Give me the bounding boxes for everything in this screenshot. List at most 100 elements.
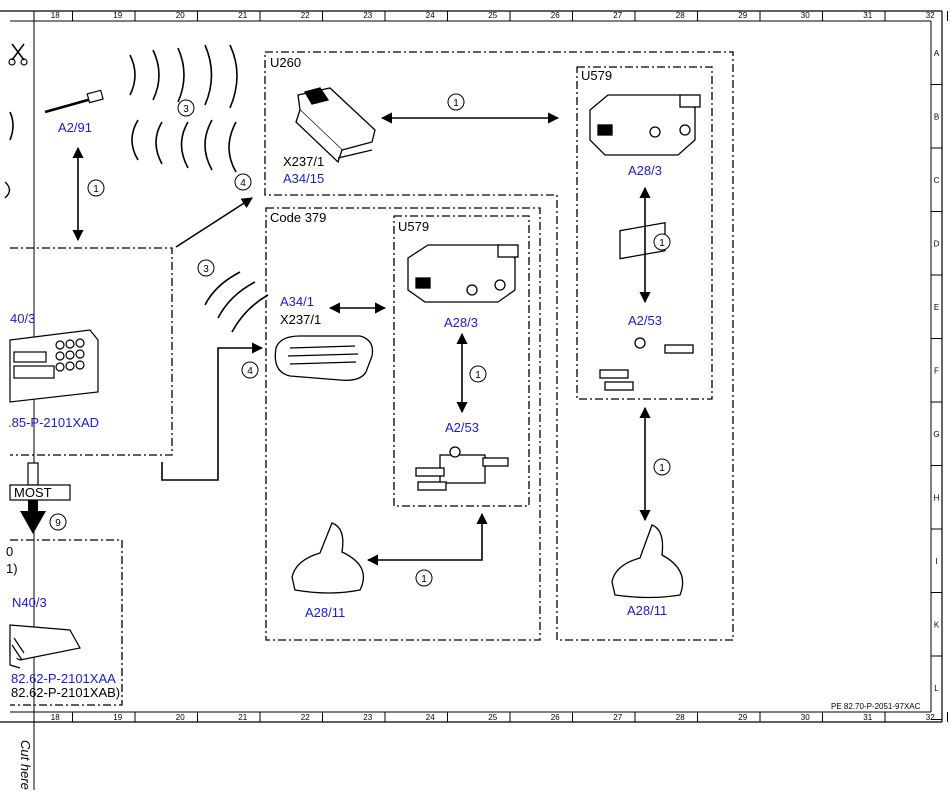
svg-text:4: 4 bbox=[247, 366, 253, 377]
connector-a2-53-inner bbox=[415, 446, 509, 491]
svg-text:3: 3 bbox=[203, 264, 209, 275]
label-a2-53-right: A2/53 bbox=[628, 313, 662, 328]
svg-text:1: 1 bbox=[453, 98, 459, 109]
svg-text:1: 1 bbox=[659, 463, 665, 474]
label-zero: 0 bbox=[6, 544, 13, 559]
grid-col-18-top: 18 bbox=[51, 11, 60, 20]
label-a2-91: A2/91 bbox=[58, 120, 92, 135]
callout-3-top: 3 bbox=[177, 99, 195, 117]
label-n40-3-top: 40/3 bbox=[10, 311, 35, 326]
grid-col-29-bottom: 29 bbox=[738, 713, 747, 722]
scissors-icon bbox=[8, 43, 28, 66]
svg-text:1: 1 bbox=[659, 238, 665, 249]
label-a28-3-inner: A28/3 bbox=[444, 315, 478, 330]
group-u579-right-title: U579 bbox=[581, 68, 612, 83]
key-fob-component-top bbox=[295, 87, 376, 164]
grid-col-27-top: 27 bbox=[613, 11, 622, 20]
most-bus-arrow bbox=[20, 511, 46, 534]
grid-row-H: H bbox=[934, 493, 940, 502]
group-u579-inner-box bbox=[393, 215, 530, 507]
callout-1-left: 1 bbox=[87, 179, 105, 197]
callout-1-top: 1 bbox=[447, 93, 465, 111]
connector-a2-53-right bbox=[599, 221, 694, 391]
grid-col-25-top: 25 bbox=[488, 11, 497, 20]
grid-col-22-bottom: 22 bbox=[301, 713, 310, 722]
label-a28-11-right: A28/11 bbox=[627, 603, 667, 618]
most-bus-arrow-stem bbox=[28, 500, 38, 511]
grid-row-B: B bbox=[934, 112, 939, 121]
grid-row-I: I bbox=[935, 557, 937, 566]
callout-1-right-lower: 1 bbox=[653, 458, 671, 476]
grid-row-E: E bbox=[934, 303, 939, 312]
grid-row-L: L bbox=[934, 684, 939, 693]
grid-row-D: D bbox=[934, 239, 940, 248]
grid-col-32-top: 32 bbox=[926, 11, 935, 20]
svg-text:1: 1 bbox=[475, 370, 481, 381]
grid-col-26-bottom: 26 bbox=[551, 713, 560, 722]
grid-row-C: C bbox=[934, 176, 940, 185]
label-ref-left: .85-P-2101XAD bbox=[8, 415, 99, 430]
grid-col-19-bottom: 19 bbox=[113, 713, 122, 722]
cut-here-label: Cut here bbox=[18, 740, 33, 790]
grid-col-22-top: 22 bbox=[301, 11, 310, 20]
grid-row-G: G bbox=[933, 430, 939, 439]
grid-col-30-top: 30 bbox=[801, 11, 810, 20]
callout-circles: 1 3 4 1 1 1 3 4 1 1 9 bbox=[49, 93, 671, 587]
label-a34-15: A34/15 bbox=[283, 171, 324, 186]
grid-col-20-top: 20 bbox=[176, 11, 185, 20]
radio-waves-top bbox=[9, 44, 238, 173]
module-a28-3-inner bbox=[407, 244, 519, 303]
head-unit-component bbox=[9, 329, 99, 403]
grid-col-20-bottom: 20 bbox=[176, 713, 185, 722]
label-a28-3-right: A28/3 bbox=[628, 163, 662, 178]
grid-col-18-bottom: 18 bbox=[51, 713, 60, 722]
wave-fragment-left bbox=[4, 181, 11, 199]
remote-key-component bbox=[274, 335, 374, 381]
grid-col-23-top: 23 bbox=[363, 11, 372, 20]
grid-col-31-bottom: 31 bbox=[863, 713, 872, 722]
label-x237-1-top: X237/1 bbox=[283, 154, 324, 169]
callout-3-mid: 3 bbox=[197, 259, 215, 277]
grid-col-19-top: 19 bbox=[113, 11, 122, 20]
label-x237-1-mid: X237/1 bbox=[280, 312, 321, 327]
svg-text:1: 1 bbox=[421, 574, 427, 585]
callout-4-top: 4 bbox=[234, 173, 252, 191]
grid-col-30-bottom: 30 bbox=[801, 713, 810, 722]
label-ref-xab: 82.62-P-2101XAB) bbox=[11, 685, 120, 700]
grid-column-markers: 1818191920202121222223232424252526262727… bbox=[51, 11, 948, 722]
grid-col-26-top: 26 bbox=[551, 11, 560, 20]
radio-waves-middle bbox=[204, 271, 269, 333]
bottom-unit-box bbox=[10, 539, 123, 706]
grid-col-32-bottom: 32 bbox=[926, 713, 935, 722]
label-a34-1: A34/1 bbox=[280, 294, 314, 309]
grid-row-F: F bbox=[934, 366, 939, 375]
callout-9-most: 9 bbox=[49, 513, 67, 531]
callout-1-right-upper: 1 bbox=[653, 233, 671, 251]
shark-fin-antenna-inner bbox=[291, 522, 365, 594]
shark-fin-antenna-right bbox=[611, 524, 684, 599]
group-code379-box bbox=[265, 207, 541, 641]
grid-col-24-top: 24 bbox=[426, 11, 435, 20]
svg-text:9: 9 bbox=[55, 518, 61, 529]
group-u579-right-box bbox=[576, 66, 713, 400]
grid-col-24-bottom: 24 bbox=[426, 713, 435, 722]
callout-4-mid: 4 bbox=[241, 361, 259, 379]
reference-code: PE 82.70-P-2051-97XAC bbox=[831, 702, 921, 711]
grid-row-K: K bbox=[934, 620, 940, 629]
most-bus-stem bbox=[27, 462, 39, 486]
grid-col-21-top: 21 bbox=[238, 11, 247, 20]
label-most: MOST bbox=[14, 485, 52, 500]
group-code379-title: Code 379 bbox=[270, 210, 326, 225]
label-a28-11-inner: A28/11 bbox=[305, 605, 345, 620]
label-ref-xaa: 82.62-P-2101XAA bbox=[11, 671, 116, 686]
svg-text:4: 4 bbox=[240, 178, 246, 189]
label-one-paren: 1) bbox=[6, 561, 18, 576]
grid-col-28-top: 28 bbox=[676, 11, 685, 20]
display-unit-component bbox=[9, 624, 81, 669]
antenna-rod-component bbox=[44, 89, 104, 114]
grid-col-25-bottom: 25 bbox=[488, 713, 497, 722]
head-unit-box bbox=[10, 247, 173, 456]
grid-col-28-bottom: 28 bbox=[676, 713, 685, 722]
